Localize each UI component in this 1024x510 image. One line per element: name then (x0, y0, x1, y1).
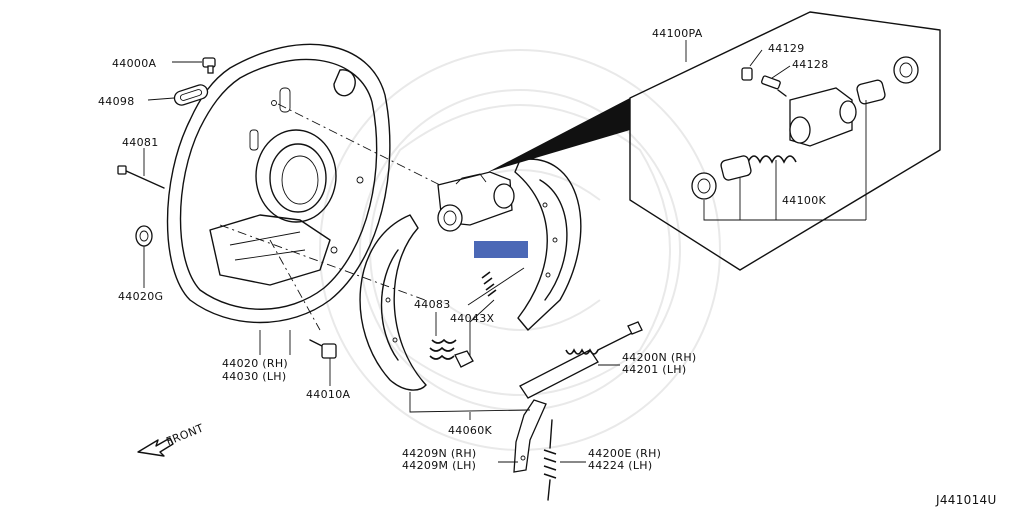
label-44060K[interactable]: 44060K (448, 424, 492, 437)
label-44128[interactable]: 44128 (792, 58, 829, 71)
part-44200E-spring[interactable] (543, 419, 557, 501)
label-44010A[interactable]: 44010A (306, 388, 350, 401)
leader-lines (143, 40, 867, 463)
label-44224[interactable]: 44224 (LH) (588, 459, 652, 472)
wheel-cylinder-assembly[interactable] (437, 171, 515, 232)
label-44083[interactable]: 44083 (414, 298, 451, 311)
front-arrow-icon (137, 437, 174, 457)
label-44020[interactable]: 44020 (RH) (222, 357, 288, 370)
cylinder-piston-left[interactable] (720, 155, 752, 181)
detail-callout-wedge (488, 98, 630, 172)
label-44209M[interactable]: 44209M (LH) (402, 459, 476, 472)
part-44083-spring[interactable] (429, 338, 457, 360)
detail-box (629, 11, 941, 271)
cylinder-spring[interactable] (747, 155, 797, 164)
label-44081[interactable]: 44081 (122, 136, 159, 149)
label-44100K[interactable]: 44100K (782, 194, 826, 207)
alignment-lines (219, 103, 451, 331)
part-44043X-clip[interactable] (454, 350, 474, 368)
label-44098[interactable]: 44098 (98, 95, 135, 108)
part-44200N-adjuster[interactable] (519, 321, 643, 399)
label-44200N[interactable]: 44200N (RH) (622, 351, 697, 364)
label-44100PA[interactable]: 44100PA (652, 27, 703, 40)
label-44200E[interactable]: 44200E (RH) (588, 447, 661, 460)
backing-plate[interactable] (166, 43, 391, 324)
shoe-hold-spring[interactable] (467, 267, 525, 306)
drawing-code: J441014U (935, 493, 997, 507)
cylinder-boot-left[interactable] (691, 172, 717, 200)
cylinder-piston-right[interactable] (856, 79, 886, 105)
part-44128-bleeder[interactable] (761, 75, 787, 97)
label-44030[interactable]: 44030 (LH) (222, 370, 286, 383)
part-44020G-grommet[interactable] (135, 225, 153, 247)
brake-shoe-trailing[interactable] (359, 214, 427, 391)
label-44129[interactable]: 44129 (768, 42, 805, 55)
part-44100K-cylinder-body[interactable] (789, 87, 857, 147)
brake-shoe-leading[interactable] (514, 158, 582, 331)
part-44081-pin[interactable] (117, 165, 165, 189)
label-44043X[interactable]: 44043X (450, 312, 494, 325)
highlight-marker[interactable] (474, 241, 528, 258)
part-44129-cap[interactable] (741, 67, 753, 81)
label-44201[interactable]: 44201 (LH) (622, 363, 686, 376)
front-label: FRONT (164, 422, 205, 449)
label-44020G[interactable]: 44020G (118, 290, 163, 303)
part-44000A-bolt[interactable] (202, 57, 216, 74)
part-labels: 44000A 44098 44081 44020G 44020 (RH) 440… (98, 27, 997, 507)
cylinder-boot-right[interactable] (893, 56, 919, 84)
part-44209N-lever[interactable] (513, 399, 547, 473)
part-44098-plug[interactable] (173, 83, 210, 107)
label-44000A[interactable]: 44000A (112, 57, 156, 70)
part-44010A-bolt[interactable] (309, 339, 337, 359)
label-44209N[interactable]: 44209N (RH) (402, 447, 477, 460)
